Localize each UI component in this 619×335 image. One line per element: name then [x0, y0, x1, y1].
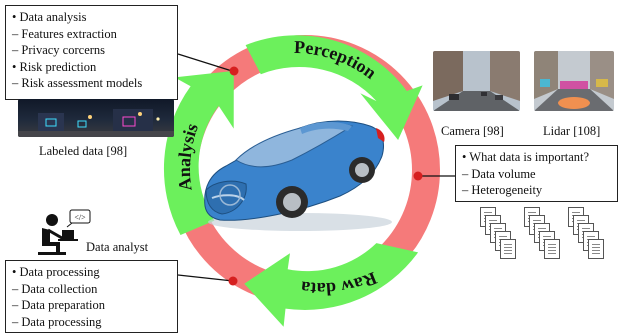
dot-top-left — [229, 66, 239, 76]
box-item: – Data processing — [12, 314, 102, 329]
perception-arrow — [245, 35, 423, 140]
data-analyst-caption: Data analyst — [86, 240, 149, 254]
raw-data-arrow — [244, 243, 419, 327]
connector-top-left — [177, 53, 233, 72]
data-processing-box: • Data processing – Data collection – Da… — [5, 260, 178, 333]
box-item: – Heterogeneity — [462, 183, 543, 198]
analysis-arrow — [163, 70, 234, 236]
box-item: • Data analysis — [12, 10, 87, 24]
analysis-tasks-box: • Data analysis – Features extraction – … — [5, 5, 178, 100]
lidar-image — [534, 51, 614, 111]
box-item: • Risk prediction — [12, 59, 97, 74]
connector-bottom-left — [177, 274, 234, 282]
box-item: • Data processing — [12, 265, 100, 279]
labeled-data-caption: Labeled data [98] — [39, 144, 128, 158]
labeled-data-image — [18, 99, 174, 137]
dot-bottom-left — [228, 276, 238, 286]
box-item: – Data collection — [12, 281, 98, 296]
document-stacks — [480, 207, 615, 269]
box-item: – Privacy corcerns — [12, 43, 106, 58]
box-item: • What data is important? — [462, 150, 590, 164]
box-item: – Data preparation — [12, 298, 106, 313]
box-item: – Risk assessment models — [12, 76, 143, 91]
camera-image — [433, 51, 520, 111]
data-analyst-icon: </> — [38, 209, 91, 255]
data-importance-box: • What data is important? – Data volume … — [455, 145, 618, 202]
box-item: – Data volume — [462, 166, 536, 181]
box-item: – Features extraction — [12, 26, 117, 41]
car-illustration — [204, 120, 392, 231]
svg-text:</>: </> — [74, 213, 86, 222]
dot-right — [413, 171, 423, 181]
lidar-caption: Lidar [108] — [543, 124, 601, 138]
camera-caption: Camera [98] — [441, 124, 504, 138]
